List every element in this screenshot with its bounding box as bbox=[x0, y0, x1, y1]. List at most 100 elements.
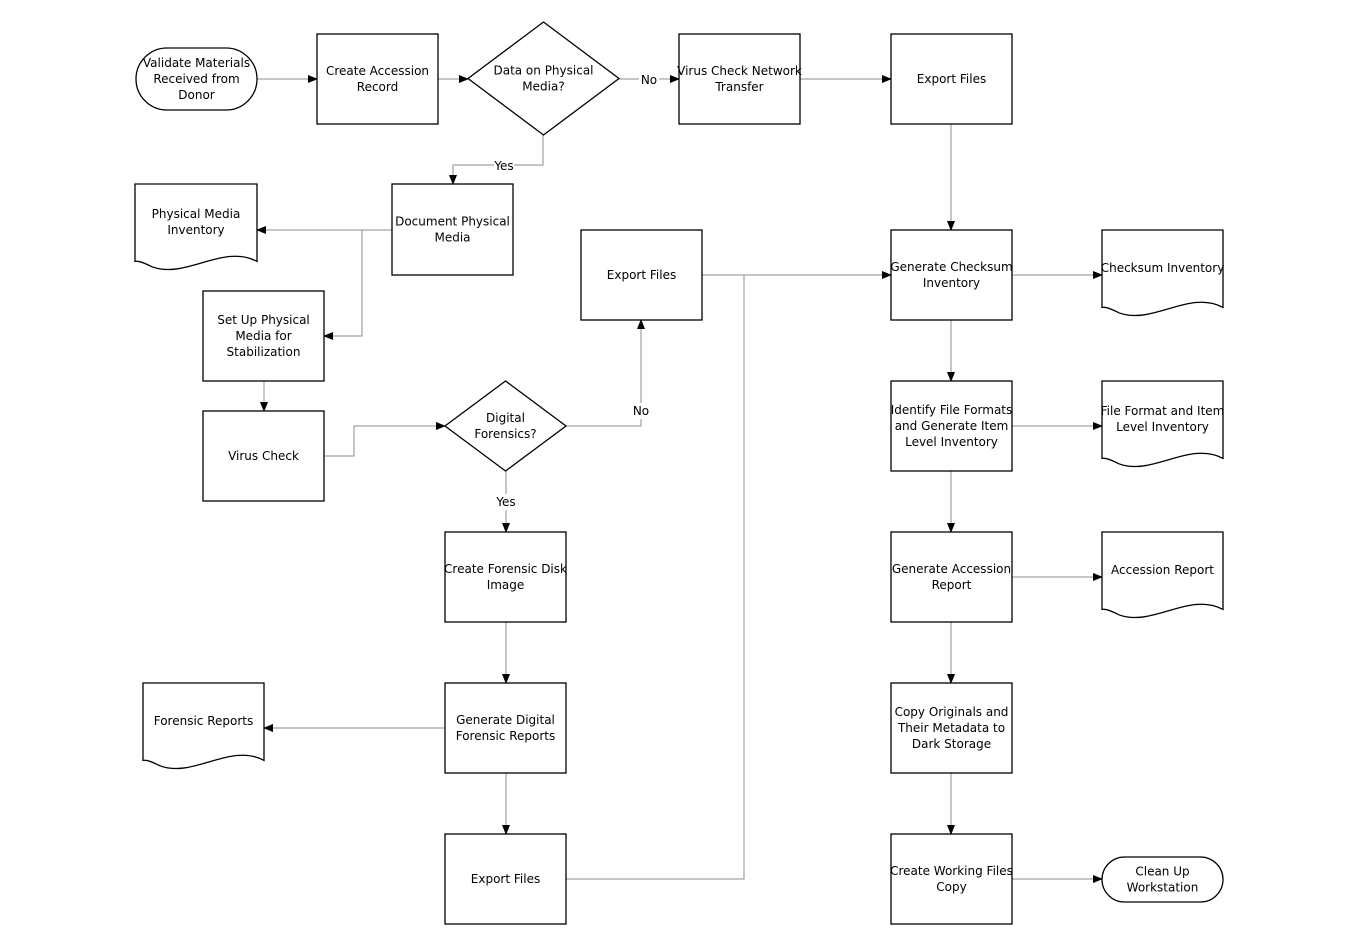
process-shape bbox=[316, 33, 439, 125]
process-node-export-mid: Export Files bbox=[580, 229, 703, 321]
document-shape bbox=[142, 682, 265, 770]
node-label-line: Forensic Reports bbox=[154, 714, 254, 728]
terminal-shape bbox=[1101, 856, 1224, 903]
node-label-line: Received from bbox=[153, 72, 239, 86]
process-shape bbox=[890, 229, 1013, 321]
node-label-line: Checksum Inventory bbox=[1101, 261, 1225, 275]
node-label-line: Export Files bbox=[471, 872, 540, 886]
node-label-line: Create Forensic Disk bbox=[444, 562, 567, 576]
node-label-line: Transfer bbox=[714, 80, 763, 94]
node-label-line: Generate Accession bbox=[892, 562, 1011, 576]
edge-label-no: No bbox=[639, 72, 659, 88]
process-shape bbox=[202, 410, 325, 502]
node-label-line: Media? bbox=[522, 80, 564, 94]
decision-shape bbox=[466, 21, 621, 136]
edge-label-text: No bbox=[633, 404, 649, 418]
node-label-line: Forensic Reports bbox=[456, 729, 556, 743]
process-shape bbox=[890, 833, 1013, 925]
node-label-line: Virus Check Network bbox=[677, 64, 802, 78]
edge-label-yes: Yes bbox=[495, 494, 516, 510]
node-label-line: Generate Checksum bbox=[890, 260, 1012, 274]
edge-forensics-q-to-export-mid bbox=[566, 319, 645, 427]
process-shape bbox=[444, 531, 567, 623]
node-label-line: Virus Check bbox=[228, 449, 299, 463]
edge-virus-to-forensics-q bbox=[324, 422, 446, 457]
node-label-line: Forensics? bbox=[474, 427, 536, 441]
node-label-line: Record bbox=[357, 80, 398, 94]
edge-doc-media-to-setup bbox=[323, 230, 363, 340]
process-shape bbox=[890, 380, 1013, 472]
node-label-line: Level Inventory bbox=[905, 435, 998, 449]
node-label-line: Identify File Formats bbox=[891, 403, 1013, 417]
node-label-line: Validate Materials bbox=[143, 56, 250, 70]
node-label-line: Inventory bbox=[923, 276, 980, 290]
node-label-line: Data on Physical bbox=[493, 64, 593, 78]
process-shape bbox=[202, 290, 325, 382]
node-label-line: Document Physical bbox=[395, 215, 510, 229]
node-label-line: Media for bbox=[235, 329, 291, 343]
edge-label-no: No bbox=[631, 403, 651, 419]
node-label-line: Workstation bbox=[1127, 881, 1199, 895]
process-node-export-top: Export Files bbox=[890, 33, 1013, 125]
process-shape bbox=[890, 33, 1013, 125]
node-label-line: Their Metadata to bbox=[897, 721, 1005, 735]
node-label-line: Copy bbox=[936, 880, 966, 894]
node-label-line: Dark Storage bbox=[912, 737, 991, 751]
process-shape bbox=[890, 531, 1013, 623]
document-shape bbox=[1101, 531, 1224, 619]
process-node-virus: Virus Check bbox=[202, 410, 325, 502]
node-label-line: File Format and Item bbox=[1101, 404, 1225, 418]
node-label-line: Stabilization bbox=[227, 345, 301, 359]
edge-label-text: No bbox=[641, 73, 657, 87]
process-shape bbox=[391, 183, 514, 276]
edge-export-bot-to-checksum bbox=[566, 275, 745, 880]
document-node-forensic-doc: Forensic Reports bbox=[142, 682, 265, 770]
node-label-line: Media bbox=[434, 231, 470, 245]
node-label-line: Donor bbox=[178, 88, 215, 102]
process-shape bbox=[580, 229, 703, 321]
node-label-line: Report bbox=[932, 578, 972, 592]
node-label-line: and Generate Item bbox=[895, 419, 1009, 433]
process-shape bbox=[890, 682, 1013, 774]
node-label-line: Image bbox=[487, 578, 525, 592]
node-label-line: Inventory bbox=[167, 223, 224, 237]
edge-label-text: Yes bbox=[493, 159, 513, 173]
process-node-formats: Identify File Formats and Generate ItemLe… bbox=[890, 380, 1013, 472]
process-node-export-bot: Export Files bbox=[444, 833, 567, 925]
decision-shape bbox=[443, 380, 568, 472]
node-label-line: Set Up Physical bbox=[217, 313, 310, 327]
node-label-line: Clean Up bbox=[1135, 865, 1189, 879]
terminal-shape bbox=[135, 47, 258, 111]
node-label-line: Level Inventory bbox=[1116, 420, 1209, 434]
node-label-line: Accession Report bbox=[1111, 563, 1214, 577]
process-shape bbox=[444, 682, 567, 774]
node-label-line: Export Files bbox=[917, 72, 986, 86]
node-label-line: Generate Digital bbox=[456, 713, 555, 727]
node-label-line: Create Working Files bbox=[890, 864, 1013, 878]
process-shape bbox=[678, 33, 801, 125]
node-label-line: Copy Originals and bbox=[895, 705, 1009, 719]
terminal-node-cleanup: Clean Up Workstation bbox=[1101, 856, 1224, 903]
node-label-line: Digital bbox=[486, 411, 525, 425]
process-shape bbox=[444, 833, 567, 925]
edge-label-text: Yes bbox=[495, 495, 515, 509]
edge-label-yes: Yes bbox=[493, 158, 514, 174]
document-shape bbox=[1101, 380, 1224, 468]
document-node-acc-report-doc: Accession Report bbox=[1101, 531, 1224, 619]
node-label-line: Export Files bbox=[607, 268, 676, 282]
